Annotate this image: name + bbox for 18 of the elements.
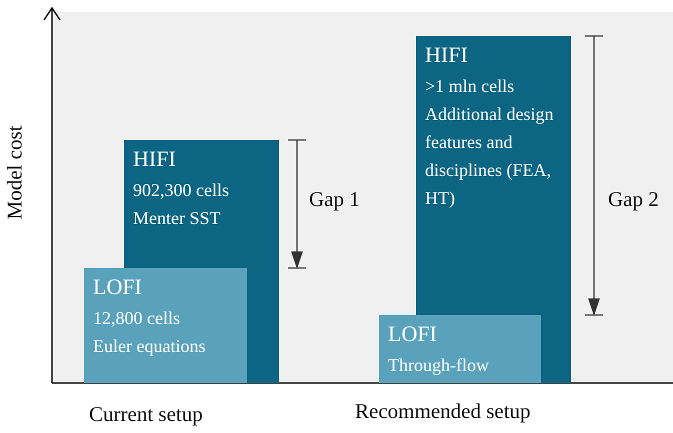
gap-label: Gap 1 [309, 187, 360, 212]
block-detail: Through-flow [388, 354, 490, 377]
block-detail: 902,300 cells [133, 179, 230, 202]
block-detail: >1 mln cells [425, 75, 516, 98]
block-detail: Euler equations [93, 335, 206, 358]
model-block [84, 268, 247, 383]
category-label: Current setup [89, 402, 203, 427]
axis-title: Model cost [2, 126, 28, 220]
block-detail: 12,800 cells [93, 307, 181, 330]
block-detail: Additional design features and disciplines (FEA, HT) [425, 103, 554, 210]
block-detail: Menter SST [133, 207, 222, 230]
model-block [379, 315, 541, 383]
block-title: HIFI [133, 146, 176, 172]
block-title: LOFI [93, 274, 142, 300]
block-title: HIFI [425, 42, 468, 68]
gap-label: Gap 2 [608, 187, 659, 212]
category-label: Recommended setup [355, 399, 531, 424]
block-title: LOFI [388, 321, 437, 347]
